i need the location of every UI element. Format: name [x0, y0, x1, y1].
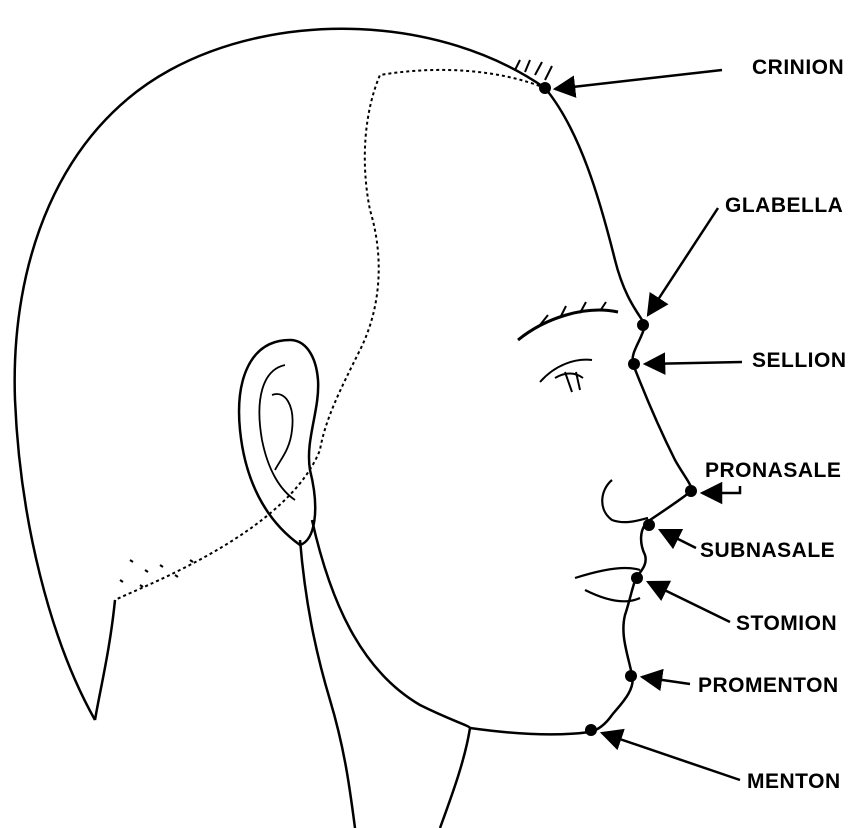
menton-point — [585, 724, 597, 736]
neck-back-line — [95, 600, 115, 720]
neck-stipple — [120, 560, 193, 587]
nostril — [602, 480, 648, 522]
neck-front-line — [440, 728, 470, 828]
pronasale-label: PRONASALE — [705, 460, 841, 481]
promenton-point — [625, 670, 637, 682]
glabella-label: GLABELLA — [725, 195, 843, 216]
crinion-point — [539, 82, 551, 94]
pronasale-point — [685, 485, 697, 497]
neck-side-line — [300, 540, 355, 828]
subnasale-arrow — [660, 530, 696, 548]
ear-inner — [259, 365, 295, 500]
stomion-point — [631, 572, 643, 584]
sellion-point — [628, 358, 640, 370]
glabella-arrow — [648, 208, 718, 315]
glabella-point — [637, 319, 649, 331]
hairline — [115, 70, 545, 600]
head-outline — [15, 29, 692, 735]
menton-arrow — [602, 733, 740, 780]
menton-label: MENTON — [747, 771, 841, 792]
sellion-label: SELLION — [752, 350, 847, 371]
subnasale-point — [643, 519, 655, 531]
crinion-label: CRINION — [752, 57, 844, 78]
eyebrow — [518, 310, 618, 340]
crinion-arrow — [555, 70, 722, 89]
promenton-arrow — [642, 677, 690, 684]
jaw-line — [312, 520, 470, 728]
sellion-arrow — [645, 362, 742, 364]
hair-tuft — [515, 60, 552, 80]
pronasale-arrow — [702, 486, 740, 493]
subnasale-label: SUBNASALE — [700, 540, 835, 561]
promenton-label: PROMENTON — [698, 675, 839, 696]
ear-outer — [239, 340, 318, 545]
eye — [540, 360, 592, 392]
stomion-arrow — [648, 582, 730, 622]
stomion-label: STOMION — [736, 613, 837, 634]
